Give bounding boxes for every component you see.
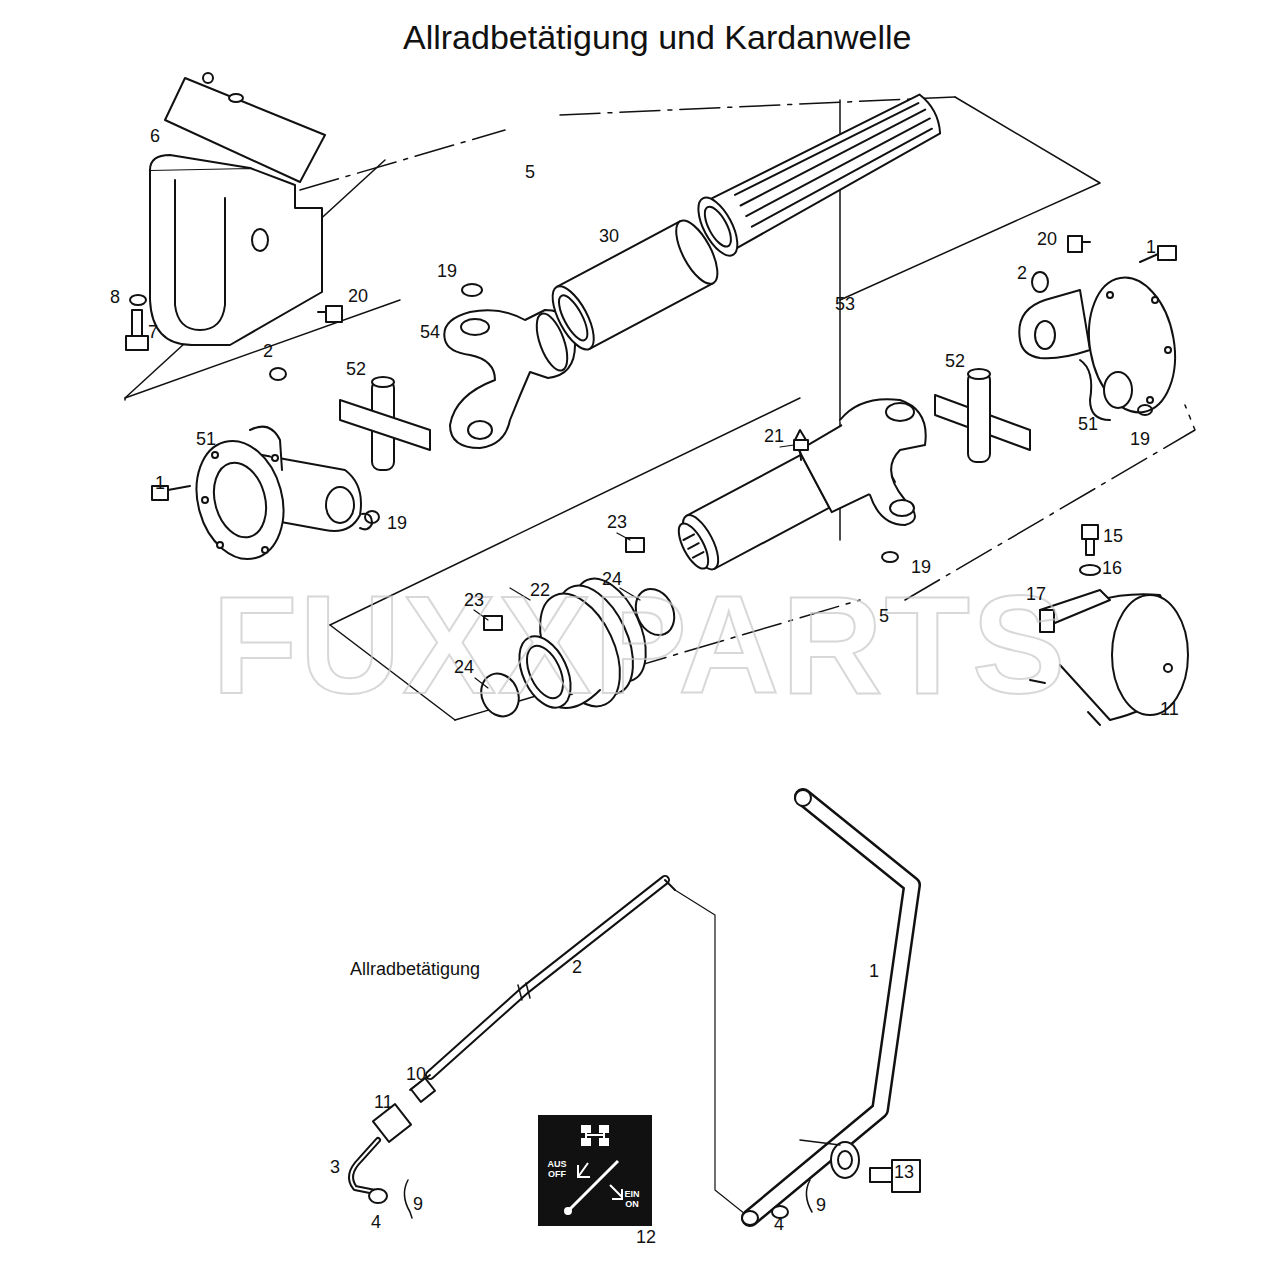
callout-number: 4 xyxy=(774,1215,784,1235)
decal-text: AUS OFF xyxy=(544,1160,570,1180)
callout-number: 9 xyxy=(413,1195,423,1215)
callout-number: 23 xyxy=(607,513,627,533)
callout-number: 1 xyxy=(1146,238,1156,258)
callout-number: 52 xyxy=(945,352,965,372)
callout-number: 15 xyxy=(1103,527,1123,547)
callout-number: 2 xyxy=(263,342,273,362)
callout-number: 1 xyxy=(155,474,165,494)
callout-number: 21 xyxy=(764,427,784,447)
callout-number: 8 xyxy=(110,288,120,308)
section-label: Allradbetätigung xyxy=(350,960,480,980)
callout-number: 54 xyxy=(420,323,440,343)
callout-number: 13 xyxy=(894,1163,914,1183)
callout-number: 51 xyxy=(1078,415,1098,435)
callout-number: 4 xyxy=(371,1213,381,1233)
callout-number: 11 xyxy=(1160,700,1179,720)
decal-text: EIN ON xyxy=(619,1190,645,1210)
callout-number: 2 xyxy=(1017,264,1027,284)
callout-number: 11 xyxy=(374,1093,393,1113)
callout-number: 16 xyxy=(1102,559,1122,579)
callout-number: 7 xyxy=(148,323,158,343)
callout-number: 19 xyxy=(911,558,931,578)
callout-number: 23 xyxy=(464,591,484,611)
callout-number: 1 xyxy=(869,962,879,982)
callout-number: 20 xyxy=(1037,230,1057,250)
callout-number: 51 xyxy=(196,430,216,450)
callout-number: 9 xyxy=(816,1196,826,1216)
callout-number: 6 xyxy=(150,127,160,147)
callout-number: 10 xyxy=(406,1065,426,1085)
callout-number: 24 xyxy=(602,570,622,590)
callout-number: 19 xyxy=(387,514,407,534)
callout-number: 19 xyxy=(1130,430,1150,450)
callout-number: 30 xyxy=(599,227,619,247)
callout-number: 5 xyxy=(525,163,535,183)
callout-number: 24 xyxy=(454,658,474,678)
watermark: FUXXPARTS xyxy=(212,568,1067,722)
callout-number: 22 xyxy=(530,581,550,601)
callout-number: 52 xyxy=(346,360,366,380)
callout-number: 3 xyxy=(330,1158,340,1178)
callout-number: 53 xyxy=(835,295,855,315)
instruction-decal: AUS OFF EIN ON xyxy=(538,1115,652,1226)
callout-number: 5 xyxy=(879,607,889,627)
callout-number: 20 xyxy=(348,287,368,307)
callout-number: 17 xyxy=(1026,585,1046,605)
callout-number: 2 xyxy=(572,958,582,978)
callout-number: 19 xyxy=(437,262,457,282)
diagram-title: Allradbetätigung und Kardanwelle xyxy=(403,19,911,56)
callout-number: 12 xyxy=(636,1228,656,1248)
